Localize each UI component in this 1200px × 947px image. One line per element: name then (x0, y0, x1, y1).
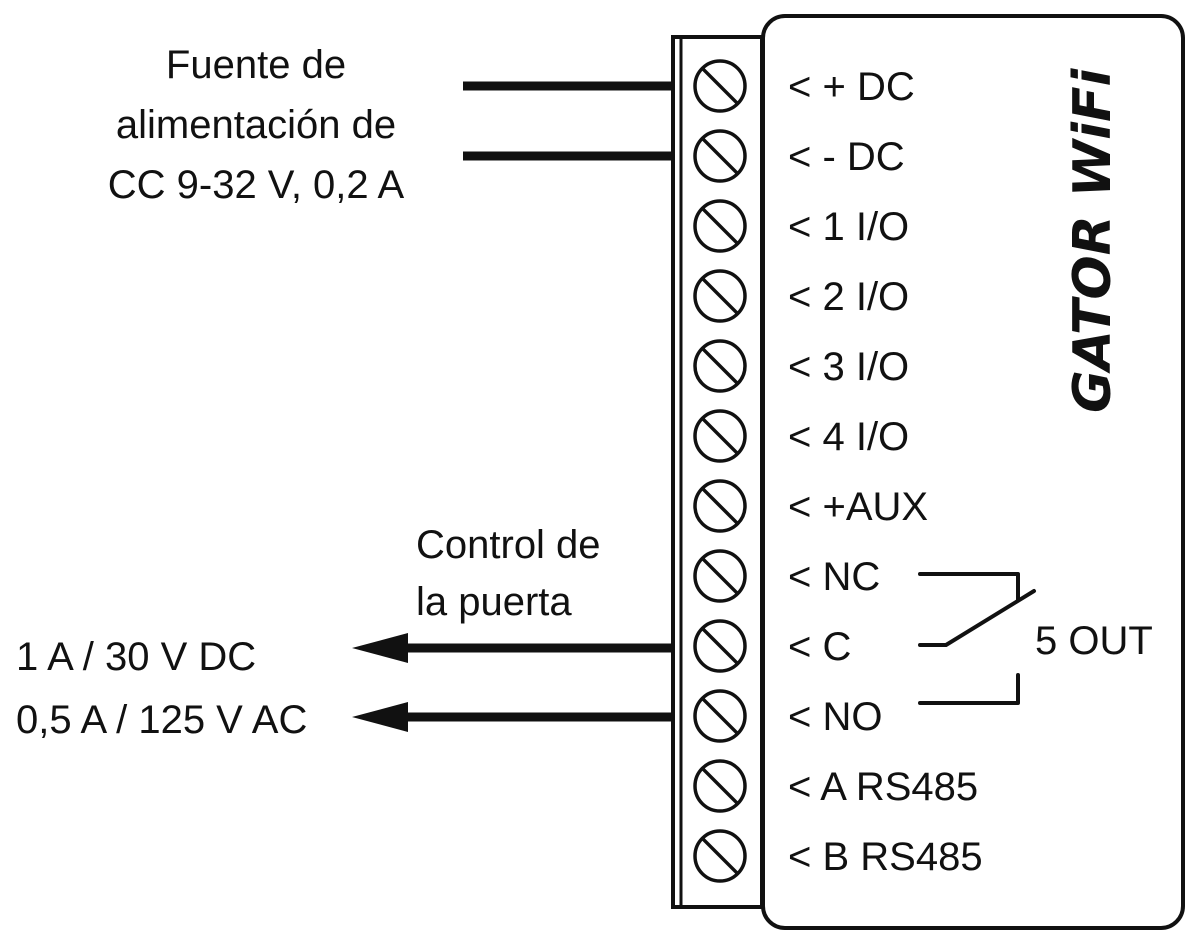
door-control-label-line-1: Control de (416, 523, 601, 567)
screw-icon (693, 829, 747, 883)
terminal-list: < + DC < - DC < 1 I/O < 2 I/O < 3 I/O < 4 I/O… (693, 59, 983, 883)
terminal-label: < 3 I/O (788, 345, 909, 389)
terminal-no: < NO (693, 689, 882, 743)
screw-icon (693, 759, 747, 813)
terminal-plus-dc: < + DC (693, 59, 915, 113)
rating-ac: 0,5 A / 125 V AC (16, 698, 307, 742)
terminal-nc: < NC (693, 549, 880, 603)
screw-icon (693, 199, 747, 253)
terminal-io-3: < 3 I/O (693, 339, 909, 393)
relay-switch-icon (918, 572, 1036, 705)
terminal-io-2: < 2 I/O (693, 269, 909, 323)
terminal-io-1: < 1 I/O (693, 199, 909, 253)
terminal-label: < + DC (788, 65, 915, 109)
terminal-label: < NC (788, 555, 880, 599)
door-control-label-line-2: la puerta (416, 580, 572, 624)
screw-icon (693, 619, 747, 673)
output-arrow-c (352, 633, 673, 663)
power-supply-label-line-1: Fuente de (166, 43, 346, 87)
terminal-minus-dc: < - DC (693, 129, 905, 183)
rating-dc: 1 A / 30 V DC (16, 635, 256, 679)
terminal-label: < 1 I/O (788, 205, 909, 249)
screw-icon (693, 549, 747, 603)
terminal-aux: < +AUX (693, 479, 928, 533)
relay-label: 5 OUT (1035, 619, 1153, 663)
power-supply-label-line-2: alimentación de (116, 103, 396, 147)
terminal-rs485-b: < B RS485 (693, 829, 983, 883)
arrowhead-icon (352, 702, 408, 732)
terminal-io-4: < 4 I/O (693, 409, 909, 463)
screw-icon (693, 689, 747, 743)
terminal-label: < - DC (788, 135, 905, 179)
terminal-label: < NO (788, 695, 882, 739)
power-supply-label-line-3: CC 9-32 V, 0,2 A (108, 163, 405, 207)
output-arrow-no (352, 702, 673, 732)
terminal-rs485-a: < A RS485 (693, 759, 978, 813)
terminal-label: < +AUX (788, 485, 928, 529)
screw-icon (693, 269, 747, 323)
terminal-label: < C (788, 625, 851, 669)
terminal-label: < A RS485 (788, 765, 978, 809)
terminal-label: < 2 I/O (788, 275, 909, 319)
terminal-c: < C (693, 619, 851, 673)
arrowhead-icon (352, 633, 408, 663)
device-title: GATOR WiFi (1063, 68, 1123, 413)
screw-icon (693, 59, 747, 113)
terminal-label: < 4 I/O (788, 415, 909, 459)
screw-icon (693, 339, 747, 393)
screw-icon (693, 129, 747, 183)
screw-icon (693, 409, 747, 463)
screw-icon (693, 479, 747, 533)
terminal-label: < B RS485 (788, 835, 983, 879)
